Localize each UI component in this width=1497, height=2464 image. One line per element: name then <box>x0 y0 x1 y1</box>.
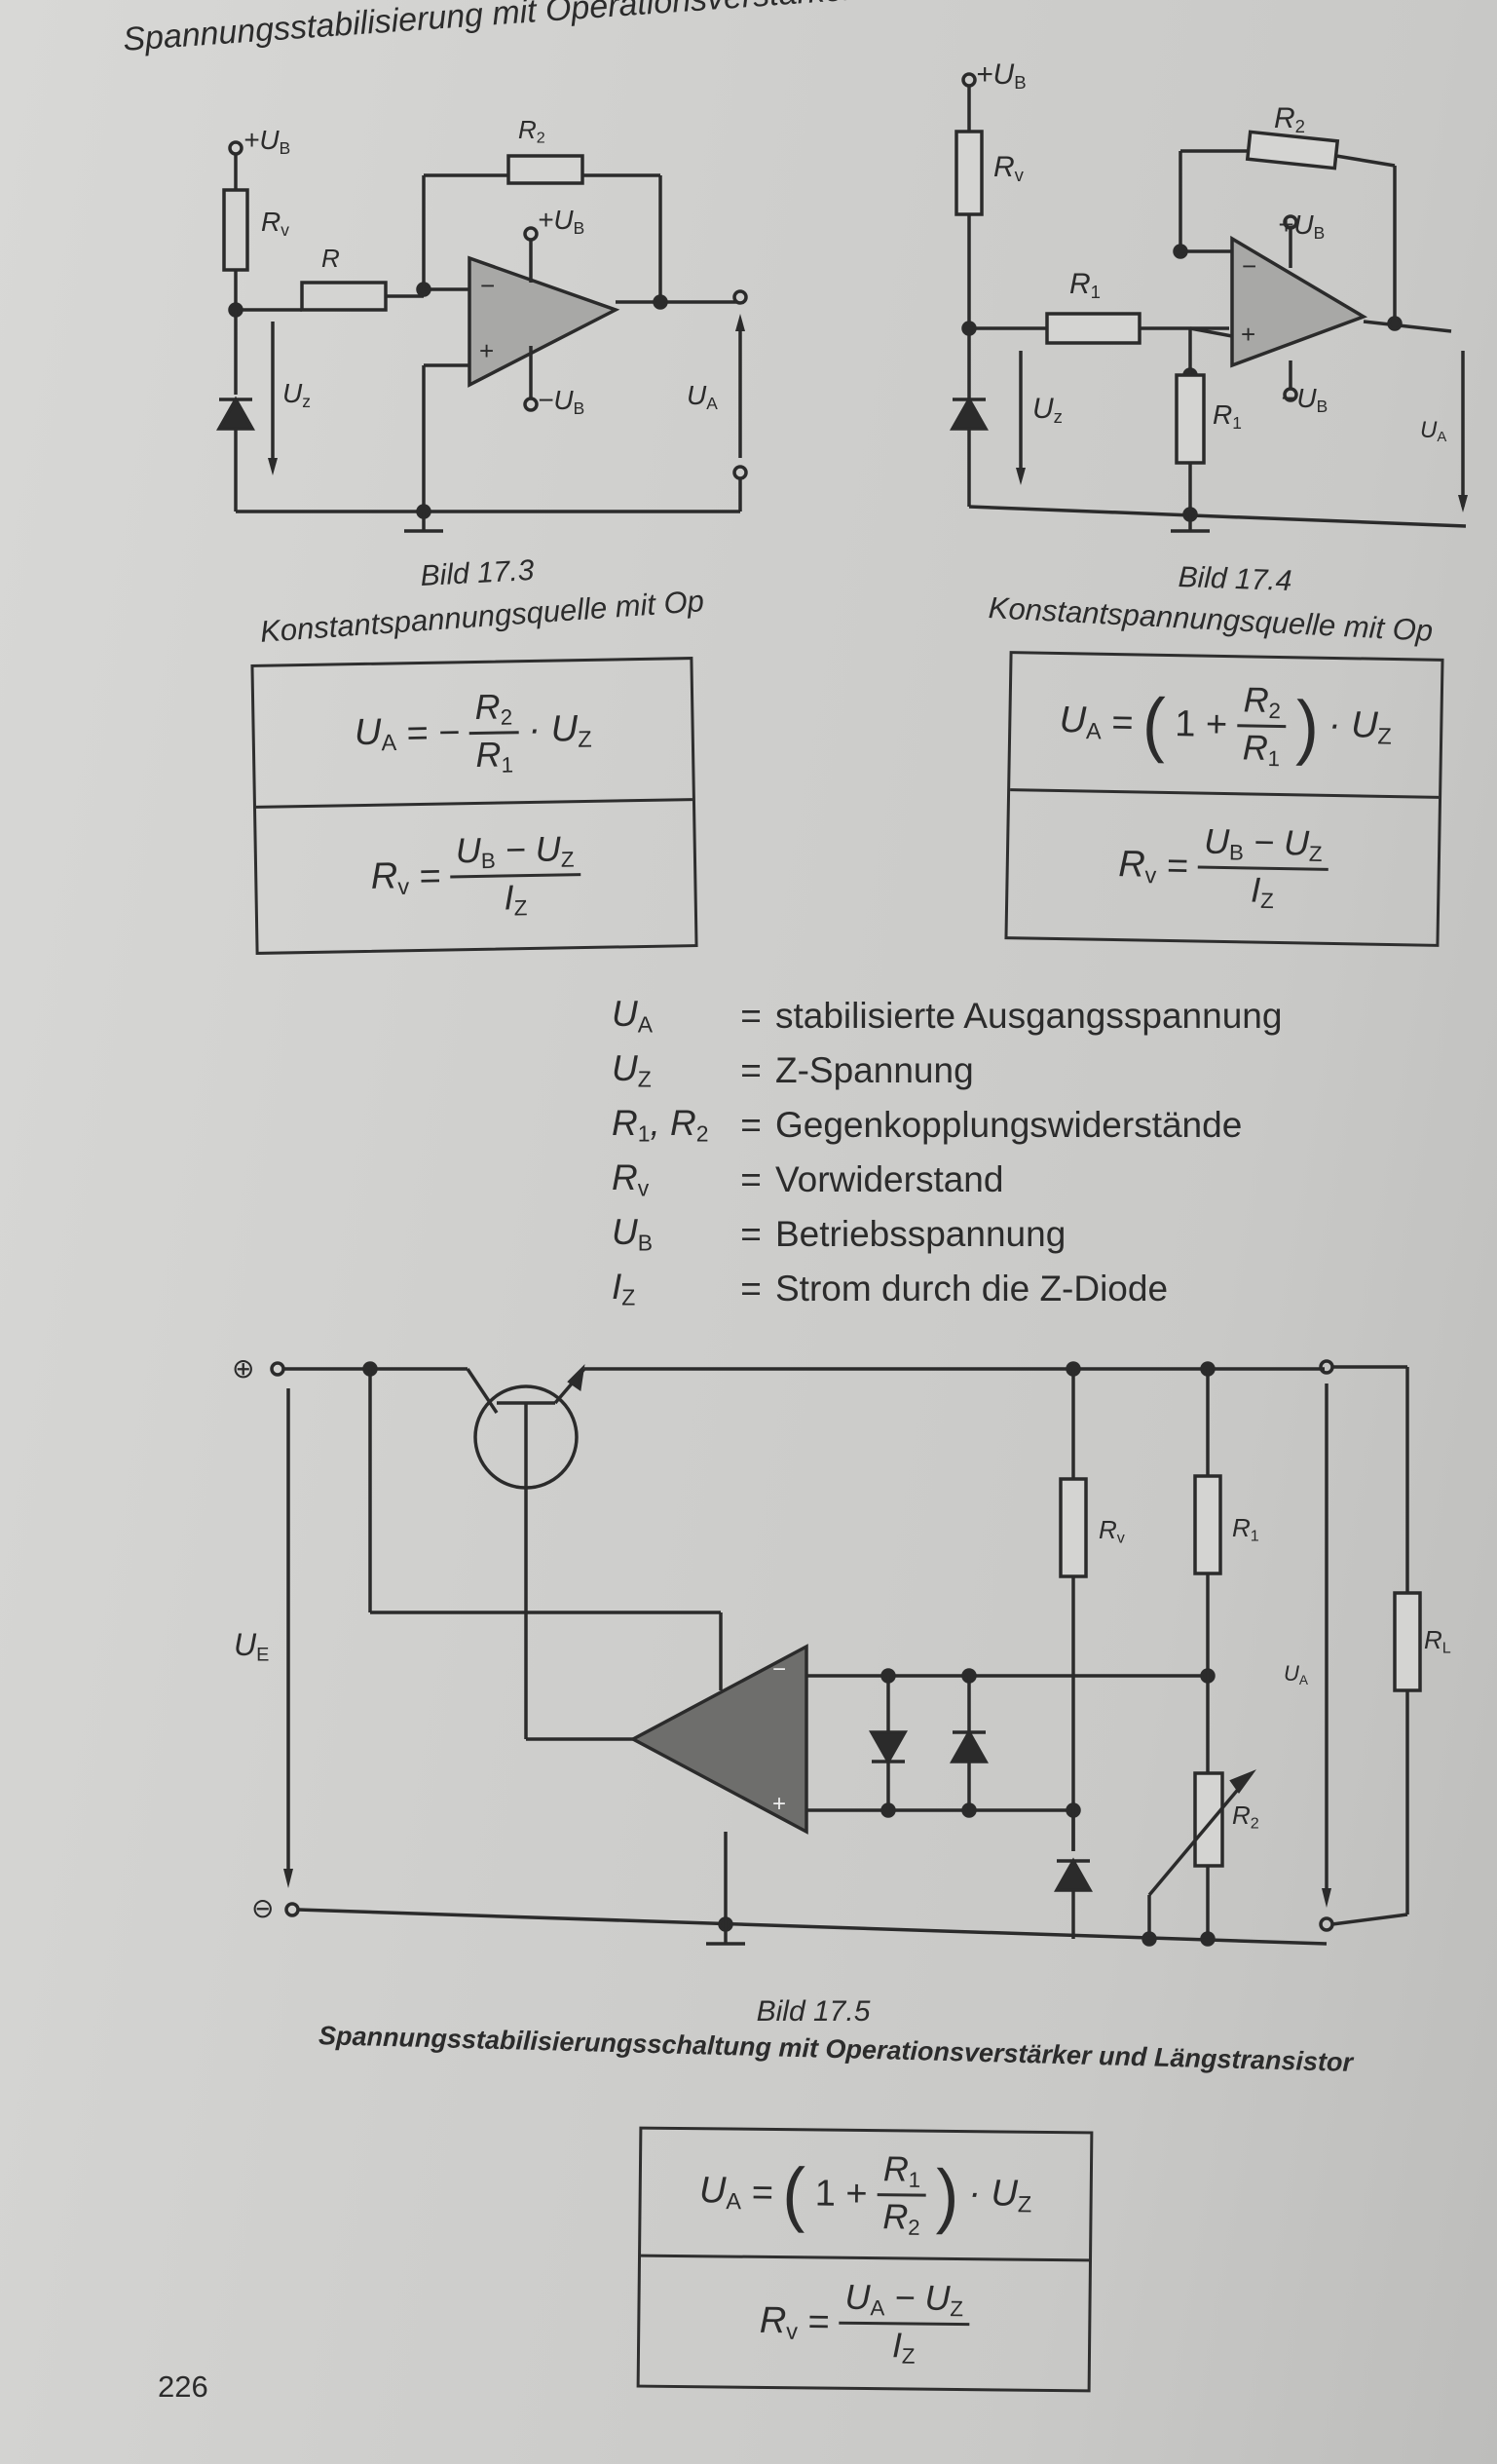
opamp-plus-3: + <box>772 1791 787 1817</box>
resistor-rl <box>1393 1591 1422 1692</box>
label-ub-top-2: +UB <box>976 58 1027 94</box>
resistor-r2-2 <box>1245 130 1340 171</box>
resistor-r1-3 <box>1193 1474 1222 1575</box>
label-rv-3: Rv <box>1099 1515 1125 1547</box>
opamp-minus-1: − <box>480 271 496 300</box>
formula-3-row-1: UA = ( 1 + R1 R2 ) · UZ <box>641 2130 1090 2259</box>
label-ua-1: UA <box>687 380 718 413</box>
zener-diode-2 <box>949 396 990 431</box>
label-r1-1: R <box>321 244 340 273</box>
legend-row: Rv = Vorwiderstand <box>612 1157 1004 1201</box>
opamp-plus-2: + <box>1241 320 1256 349</box>
resistor-r2 <box>506 154 584 185</box>
legend-row: UA = stabilisierte Ausgangsspannung <box>612 994 1283 1038</box>
formula-box-3: UA = ( 1 + R1 R2 ) · UZ Rv = UA − UZ IZ <box>636 2126 1094 2393</box>
label-ub-op-minus-2: −UB <box>1281 383 1329 416</box>
label-ub-top-1: +UB <box>243 125 291 158</box>
resistor-rv <box>222 188 249 272</box>
opamp-plus-1: + <box>479 336 495 365</box>
label-r1-3: R1 <box>1232 1513 1259 1545</box>
label-uz-1: Uz <box>282 378 311 411</box>
minus-terminal-icon: ⊖ <box>251 1893 275 1923</box>
label-rl: RL <box>1424 1625 1451 1657</box>
f3-one: 1 + <box>814 2172 868 2215</box>
label-ua-2: UA <box>1420 417 1447 446</box>
label-rv-2: Rv <box>993 151 1024 186</box>
resistor-r1 <box>300 281 388 312</box>
legend-row: UZ = Z-Spannung <box>612 1048 974 1092</box>
diode-b <box>949 1728 990 1763</box>
formula-3-row-2: Rv = UA − UZ IZ <box>639 2254 1090 2390</box>
label-r1-2: R1 <box>1069 268 1102 303</box>
label-ub-op-plus-2: +UB <box>1278 209 1326 243</box>
terminal-minus <box>284 1902 300 1917</box>
legend-row: UB = Betriebsspannung <box>612 1212 1067 1256</box>
terminal-ub <box>228 140 243 156</box>
f3-tail: · UZ <box>968 2173 1032 2218</box>
opamp-fig17-5 <box>629 1644 808 1835</box>
resistor-rv-3 <box>1059 1477 1088 1578</box>
opamp-minus-3: − <box>772 1656 787 1683</box>
opamp-minus-2: − <box>1242 251 1257 281</box>
page-number: 226 <box>158 2369 208 2404</box>
diode-a <box>868 1730 909 1765</box>
f3-rv: Rv <box>759 2299 799 2344</box>
f3-fraction: R1 R2 <box>877 2148 927 2239</box>
label-ua-3: UA <box>1284 1661 1308 1687</box>
symbol-legend: UA = stabilisierte Ausgangsspannung UZ =… <box>612 989 1282 1316</box>
label-uz-2: Uz <box>1032 393 1063 428</box>
potentiometer-r2 <box>1193 1771 1224 1868</box>
f3-rv-eq: = <box>806 2301 830 2343</box>
label-r2-2: R2 <box>1274 102 1306 137</box>
resistor-rv-2 <box>954 130 984 216</box>
f3-close-paren: ) <box>935 2154 959 2235</box>
zener-diode-3 <box>1053 1857 1094 1892</box>
legend-row: R1, R2 = Gegenkopplungswiderstände <box>612 1103 1243 1147</box>
label-rv-1: Rv <box>261 207 289 240</box>
label-ub-op-minus-1: −UB <box>538 385 585 418</box>
label-r2-1: R2 <box>518 115 545 147</box>
terminal-plus <box>270 1361 285 1377</box>
label-r1b-2: R1 <box>1213 399 1242 433</box>
fig-label-17-5: Bild 17.5 <box>756 1995 871 2028</box>
f3-eq: = <box>750 2172 773 2214</box>
resistor-r1-2 <box>1045 312 1141 345</box>
legend-row: IZ = Strom durch die Z-Diode <box>612 1267 1169 1310</box>
f3-lhs: UA <box>698 2170 742 2215</box>
f3-rv-fraction: UA − UZ IZ <box>839 2277 970 2369</box>
f3-open-paren: ( <box>781 2153 806 2234</box>
label-r2-3: R2 <box>1232 1801 1259 1833</box>
opamp-fig17-4 <box>1230 235 1368 368</box>
plus-terminal-icon: ⊕ <box>232 1353 255 1384</box>
label-ue: UE <box>234 1627 270 1666</box>
opamp-fig17-3 <box>468 255 620 388</box>
label-ub-op-plus-1: +UB <box>538 205 585 238</box>
